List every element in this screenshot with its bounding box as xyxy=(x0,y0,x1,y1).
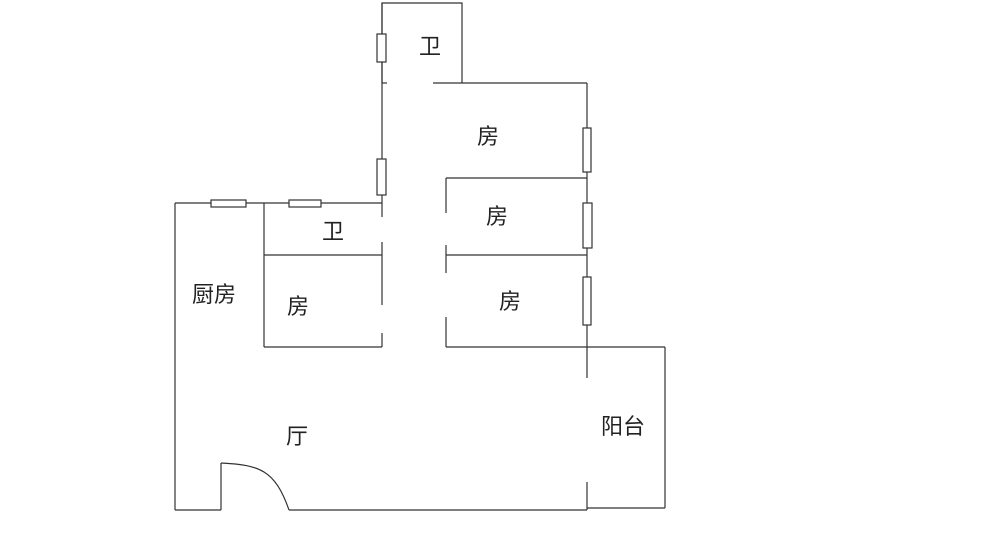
room-label-living-room: 厅 xyxy=(285,425,309,450)
entrance-door xyxy=(220,462,290,511)
room-label-bedroom-bottom-right: 房 xyxy=(498,290,522,315)
room-label-bathroom-top: 卫 xyxy=(418,35,442,60)
room-label-bedroom-left: 房 xyxy=(286,295,310,320)
room-label-bedroom-top: 房 xyxy=(476,125,500,150)
windows xyxy=(210,33,593,326)
walls xyxy=(174,2,666,511)
room-label-bathroom-left: 卫 xyxy=(321,220,345,245)
room-label-balcony: 阳台 xyxy=(600,415,646,440)
room-label-kitchen: 厨房 xyxy=(191,283,237,308)
room-label-bedroom-mid-right: 房 xyxy=(485,205,509,230)
